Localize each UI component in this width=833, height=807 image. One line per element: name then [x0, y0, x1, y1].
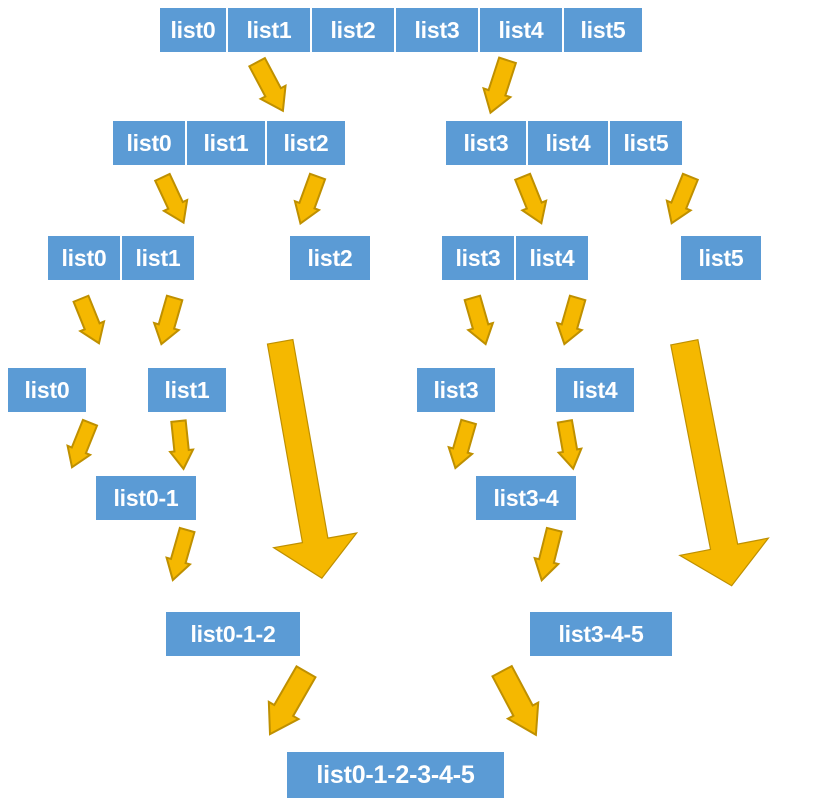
group-merge-list3-4: list3-4	[476, 476, 576, 520]
list-node[interactable]: list1	[148, 368, 226, 412]
list-node[interactable]: list0-1-2	[166, 612, 300, 656]
arrow-split-full-to-right-half	[470, 54, 529, 120]
arrow-carry-list5-to-list3-4-5	[639, 334, 777, 595]
arrow-merge-list3-4-to-list3-4-5	[523, 525, 572, 585]
list-node[interactable]: list4	[480, 8, 562, 52]
arrow-split-to-single-list0	[62, 291, 117, 350]
arrow-split-left-to-list0-list1	[144, 169, 201, 231]
group-single-list3: list3	[417, 368, 495, 412]
list-node[interactable]: list0-1-2-3-4-5	[287, 752, 504, 798]
arrow-merge-list3-to-list3-4	[437, 417, 487, 474]
arrow-split-to-single-list4	[545, 292, 597, 349]
list-node[interactable]: list0	[160, 8, 226, 52]
list-node[interactable]: list4	[556, 368, 634, 412]
list-node[interactable]: list1	[187, 121, 265, 165]
arrow-merge-list4-to-list3-4	[547, 418, 591, 472]
group-list5: list5	[681, 236, 761, 280]
group-merge-list3-4-5: list3-4-5	[530, 612, 672, 656]
arrow-merge-left-to-final	[247, 659, 328, 747]
list-node[interactable]: list2	[267, 121, 345, 165]
group-merge-list0-1-2: list0-1-2	[166, 612, 300, 656]
list-node[interactable]: list5	[681, 236, 761, 280]
arrow-merge-list1-to-list0-1	[161, 419, 202, 471]
arrow-merge-list0-to-list0-1	[54, 416, 107, 475]
group-single-list0: list0	[8, 368, 86, 412]
group-single-list4: list4	[556, 368, 634, 412]
list-node[interactable]: list3-4-5	[530, 612, 672, 656]
list-node[interactable]: list3	[446, 121, 526, 165]
list-node[interactable]: list3	[442, 236, 514, 280]
group-single-list1: list1	[148, 368, 226, 412]
list-node[interactable]: list3-4	[476, 476, 576, 520]
list-node[interactable]: list4	[528, 121, 608, 165]
list-node[interactable]: list3	[396, 8, 478, 52]
list-node[interactable]: list1	[122, 236, 194, 280]
list-node[interactable]: list5	[564, 8, 642, 52]
arrow-carry-list2-to-list0-1-2	[238, 334, 364, 585]
arrow-split-to-single-list3	[453, 292, 505, 349]
list-node[interactable]: list1	[228, 8, 310, 52]
arrow-merge-list0-1-to-list0-1-2	[155, 525, 206, 585]
group-list2: list2	[290, 236, 370, 280]
arrow-split-full-to-left-half	[238, 52, 303, 121]
list-node[interactable]: list4	[516, 236, 588, 280]
list-node[interactable]: list0	[48, 236, 120, 280]
list-node[interactable]: list2	[290, 236, 370, 280]
list-node[interactable]: list3	[417, 368, 495, 412]
group-merge-list0-1: list0-1	[96, 476, 196, 520]
arrow-split-right-to-list3-list4	[504, 169, 560, 230]
arrow-split-left-to-list2	[282, 170, 337, 231]
list-node[interactable]: list5	[610, 121, 682, 165]
list-node[interactable]: list0	[8, 368, 86, 412]
arrow-split-to-single-list1	[142, 292, 194, 349]
group-merge-final: list0-1-2-3-4-5	[287, 752, 504, 798]
list-node[interactable]: list2	[312, 8, 394, 52]
arrow-merge-right-to-final	[479, 659, 559, 747]
list-node[interactable]: list0	[113, 121, 185, 165]
arrow-split-right-to-list5	[653, 169, 709, 230]
list-node[interactable]: list0-1	[96, 476, 196, 520]
